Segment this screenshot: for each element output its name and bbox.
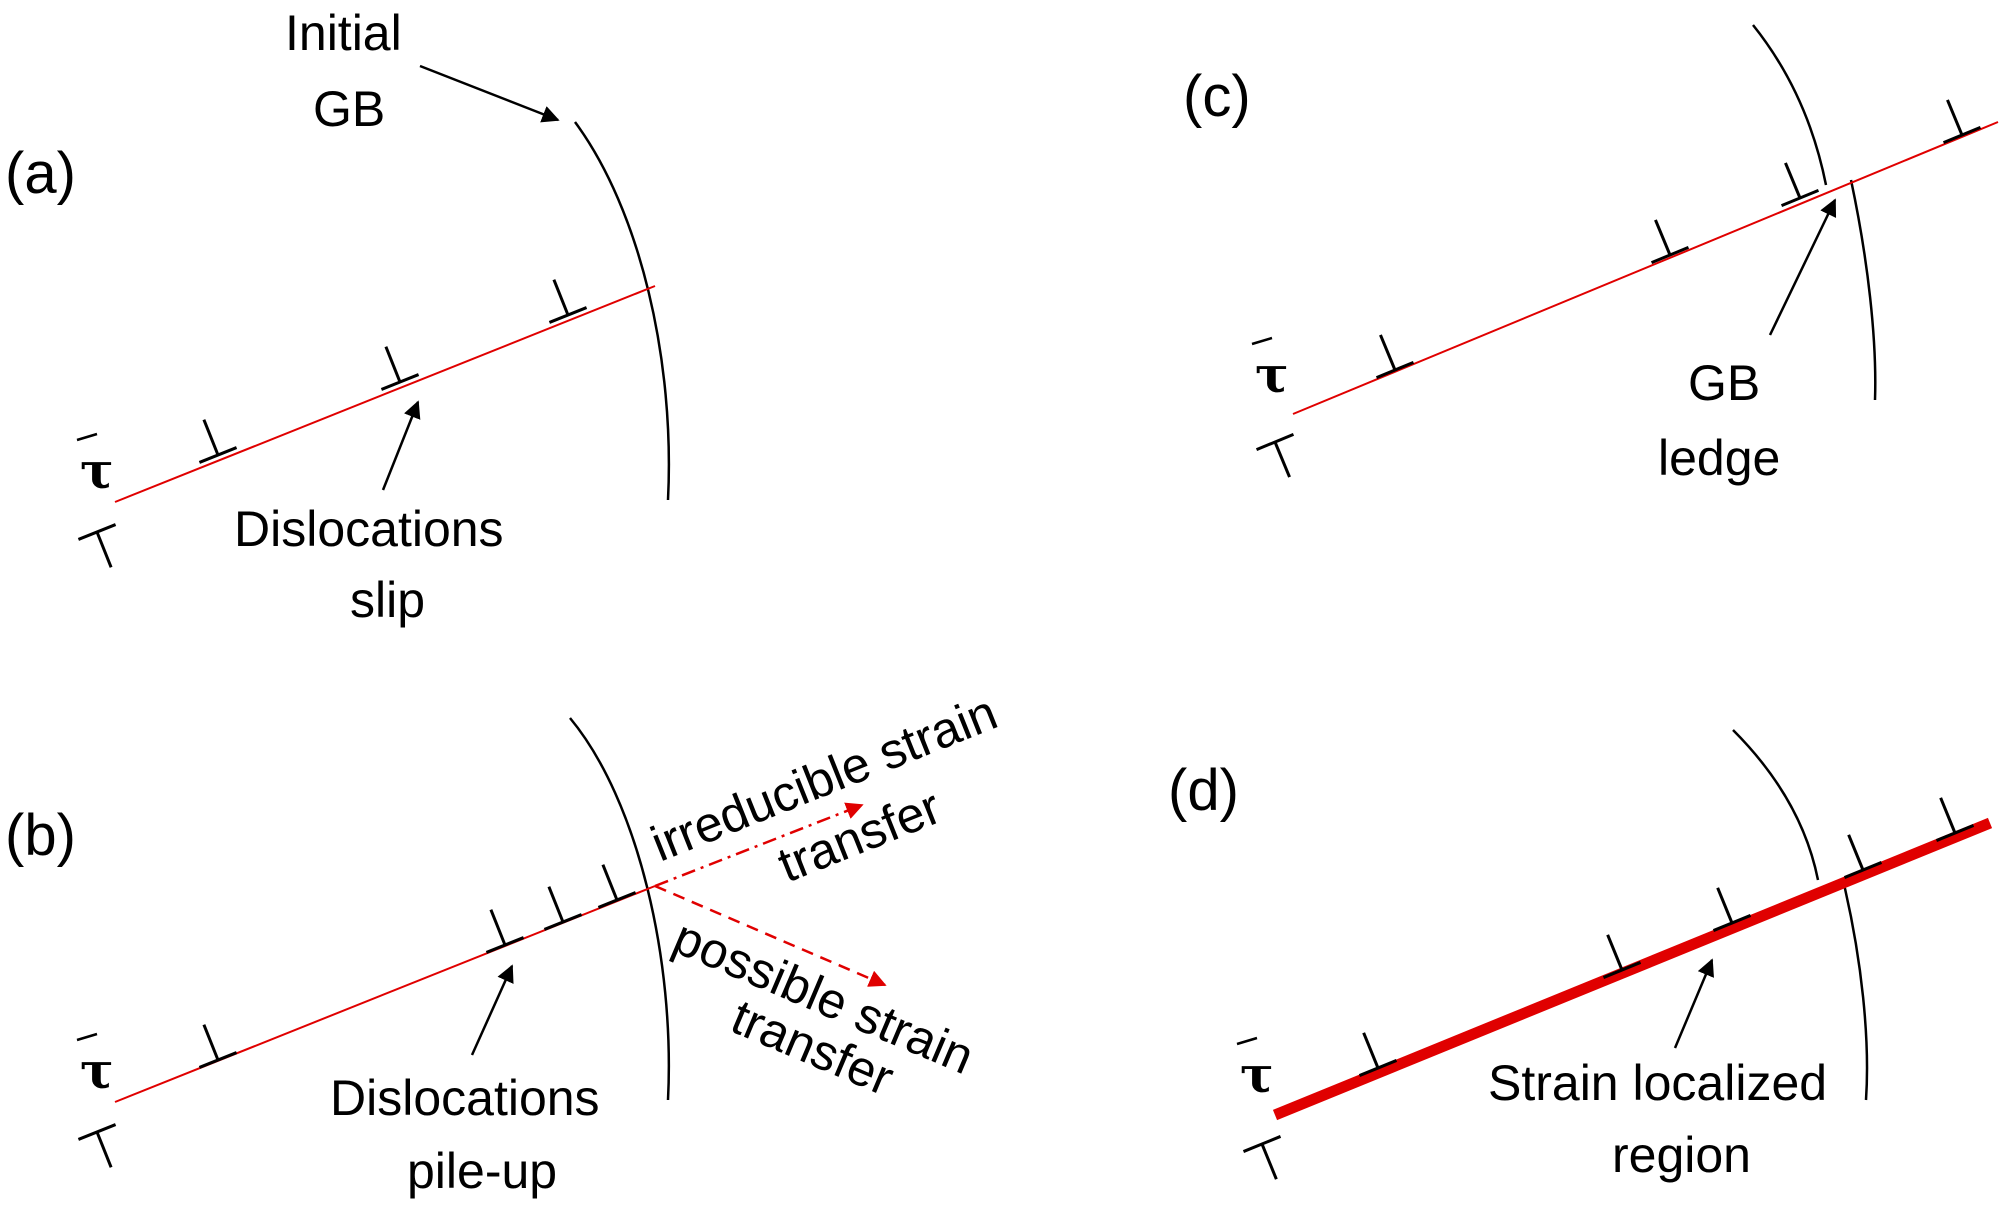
stress-tau-symbol: τ (76, 432, 114, 500)
tau-glyph: τ (80, 441, 114, 500)
slip-plane-line (1292, 121, 1999, 415)
grain-boundary-upper (1732, 729, 1820, 881)
dislocation-icon (485, 909, 525, 954)
dislocation-icon (198, 419, 238, 464)
tau-vector-arrow-icon (76, 432, 98, 442)
stress-tau-symbol: τ (1251, 336, 1289, 404)
panel-b: (b) τ irreducible strain transfer possib… (5, 684, 1005, 1199)
gb-ledge-label-line2: ledge (1658, 430, 1780, 486)
dislocations-slip-label-line1: Dislocations (234, 501, 504, 557)
gb-ledge-pointer-arrow (1768, 198, 1837, 336)
grain-boundary (569, 717, 671, 1101)
strain-localized-label-line2: region (1612, 1127, 1751, 1183)
dislocation-icon (198, 1024, 238, 1069)
initial-gb-label-line2: GB (313, 81, 385, 137)
initial-grain-boundary (573, 121, 671, 501)
grain-boundary-lower (1841, 879, 1869, 1101)
panel-a: (a) τ Initial GB Dislocations slip (5, 5, 671, 628)
initial-gb-label-line1: Initial (285, 5, 402, 61)
panel-a-label: (a) (5, 141, 76, 206)
tau-vector-arrow-icon (1251, 336, 1273, 346)
tau-vector-arrow-icon (76, 1032, 98, 1042)
dislocation-icon (1650, 219, 1690, 265)
dislocation-icon (1935, 797, 1975, 842)
tau-glyph: τ (80, 1041, 114, 1100)
dislocations-slip-label-line2: slip (350, 572, 425, 628)
tau-glyph: τ (1255, 345, 1289, 404)
panel-c-label: (c) (1183, 64, 1251, 129)
strain-localized-label-line1: Strain localized (1488, 1055, 1827, 1111)
dislocation-icon (380, 346, 420, 391)
dislocation-icon (543, 886, 583, 931)
irreducible-transfer-arrow (654, 802, 864, 888)
grain-boundary-lower (1849, 179, 1877, 401)
possible-transfer-arrow (654, 884, 887, 987)
dislocation-icon (1375, 334, 1415, 380)
pileup-label-line2: pile-up (407, 1143, 557, 1199)
panel-d: (d) τ Strain localized region (1168, 729, 1993, 1183)
stress-tau-symbol: τ (76, 1032, 114, 1100)
stress-tau-symbol: τ (1236, 1036, 1274, 1104)
dislocations-slip-pointer-arrow (381, 400, 421, 491)
grain-boundary-upper (1752, 24, 1828, 186)
dislocation-icon (1358, 1032, 1398, 1077)
strain-localized-slip-band (1272, 817, 1993, 1121)
applied-stress-icon (1255, 432, 1295, 478)
dislocation-icon (1712, 887, 1752, 932)
tau-glyph: τ (1240, 1045, 1274, 1104)
applied-stress-icon (77, 523, 117, 568)
dislocation-icon (548, 279, 588, 324)
dislocation-icon (1602, 934, 1642, 979)
panel-b-label: (b) (5, 803, 76, 868)
pileup-pointer-arrow (470, 964, 514, 1056)
panel-d-label: (d) (1168, 758, 1239, 823)
dislocation-icon (597, 864, 637, 909)
dislocation-icon (1942, 99, 1982, 145)
panel-c: (c) τ GB ledge (1183, 24, 1999, 486)
initial-gb-pointer-arrow (419, 64, 560, 123)
gb-ledge-label-line1: GB (1688, 355, 1760, 411)
strain-localized-pointer-arrow (1673, 958, 1714, 1049)
tau-vector-arrow-icon (1236, 1036, 1258, 1046)
dislocation-icon (1780, 162, 1820, 208)
applied-stress-icon (1242, 1135, 1282, 1180)
dislocation-icon (1843, 834, 1883, 879)
pileup-label-line1: Dislocations (330, 1070, 600, 1126)
applied-stress-icon (77, 1123, 117, 1168)
slip-plane-line (114, 285, 656, 503)
